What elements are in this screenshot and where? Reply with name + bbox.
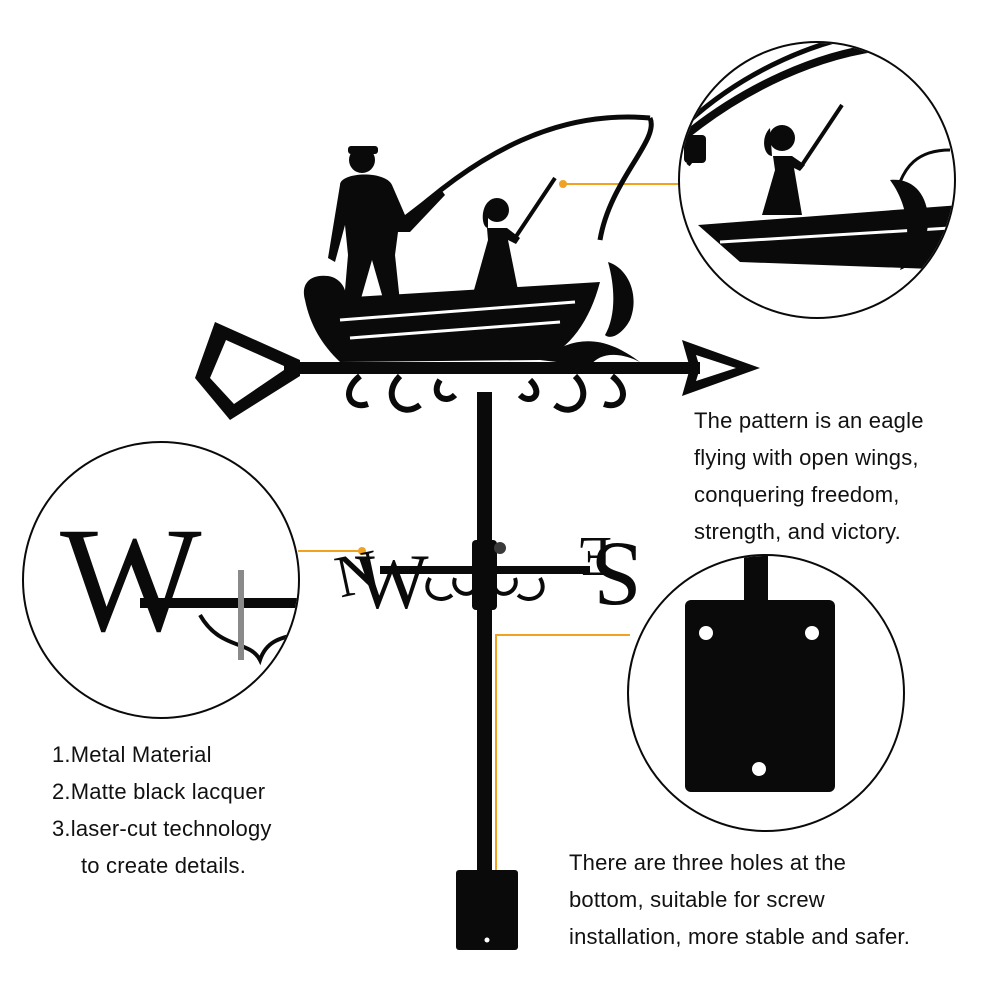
compass-letter-east: E xyxy=(578,525,612,587)
zoom-circle-left: W xyxy=(22,441,300,719)
zoom-plate-hole xyxy=(699,626,713,640)
pattern-caption-line: flying with open wings, xyxy=(694,445,919,470)
boat xyxy=(305,282,600,362)
callout-line-bottom xyxy=(495,634,630,900)
compass-letter-west: W xyxy=(355,538,429,625)
zoom-base-plate xyxy=(685,600,835,792)
boat-stripe xyxy=(339,300,576,340)
arrow-tail xyxy=(195,322,300,420)
pole xyxy=(477,392,492,872)
zoom-letter-west: W xyxy=(60,497,202,663)
zoom-circle-right xyxy=(627,554,905,832)
arrow-shaft xyxy=(290,362,700,374)
compass-letter-south: S xyxy=(591,524,642,626)
girl-silhouette xyxy=(474,198,520,290)
boat-wave xyxy=(540,341,640,366)
holes-caption-line: There are three holes at the xyxy=(569,850,847,875)
zoom-circle-top xyxy=(678,41,956,319)
zoom-plate-hole xyxy=(805,626,819,640)
fish xyxy=(605,262,634,337)
callout-dot-top xyxy=(559,180,567,188)
feature-item-continued: to create details. xyxy=(81,853,247,878)
man-silhouette xyxy=(328,146,445,302)
dog-silhouette xyxy=(303,275,346,300)
feature-item: 1.Metal Material xyxy=(52,742,212,767)
pole-bolt xyxy=(494,542,506,554)
zoom-plate-hole xyxy=(752,762,766,776)
compass-scrollwork xyxy=(425,576,545,601)
girl-rod xyxy=(513,176,557,240)
holes-caption-line: bottom, suitable for screw xyxy=(569,887,825,912)
holes-caption-line: installation, more stable and safer. xyxy=(569,924,911,949)
base-plate-hole xyxy=(484,937,490,943)
arrow-scrollwork xyxy=(346,373,626,413)
arrow-head xyxy=(682,340,760,396)
callout-dot-left xyxy=(358,547,366,555)
pattern-caption-line: conquering freedom, xyxy=(694,482,900,507)
pattern-caption: The pattern is an eagle flying with open… xyxy=(694,402,924,550)
compass-arm xyxy=(380,566,590,574)
base-plate xyxy=(456,870,518,950)
fishing-rods xyxy=(398,114,654,241)
feature-item: 2.Matte black lacquer xyxy=(52,779,266,804)
holes-caption: There are three holes at the bottom, sui… xyxy=(569,844,910,955)
feature-item: 3.laser-cut technology xyxy=(52,816,272,841)
pole-collar xyxy=(472,540,497,610)
pattern-caption-line: strength, and victory. xyxy=(694,519,901,544)
pattern-caption-line: The pattern is an eagle xyxy=(694,408,924,433)
weathervane xyxy=(195,114,760,950)
features-list: 1.Metal Material 2.Matte black lacquer 3… xyxy=(52,736,272,884)
